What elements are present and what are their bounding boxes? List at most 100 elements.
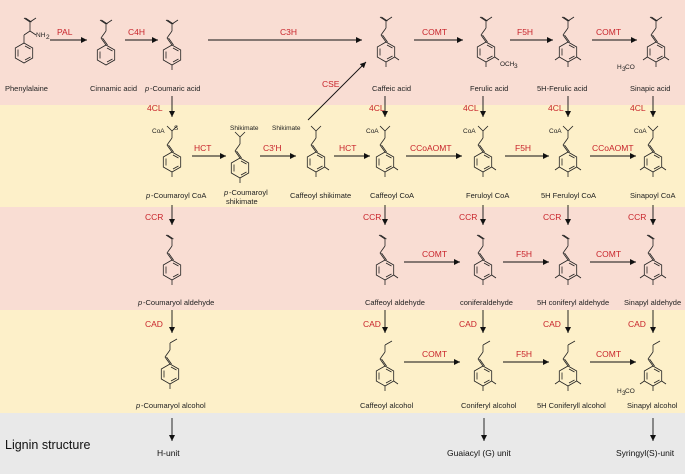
h3co-tail-1: CO (625, 64, 635, 71)
cad-enzyme-1: CAD (145, 319, 163, 329)
row-aldehydes: p -Coumaryol aldehyde Caffeoyl aldehyde … (137, 234, 681, 307)
5h-ferulic-acid-structure (554, 16, 582, 67)
c3h-prime-enzyme: C3'H (263, 143, 282, 153)
caffeic-acid-structure (377, 16, 400, 67)
comt-enzyme-2: COMT (596, 27, 621, 37)
caffeoyl-coa-label: Caffeoyl CoA (370, 191, 414, 200)
5h-coniferyl-alcohol-structure (554, 340, 582, 391)
ferulic-acid-label: Ferulic acid (470, 84, 508, 93)
p-coumaroyl-shikimate-label-2: shikimate (226, 197, 258, 206)
f5h-enzyme-4: F5H (516, 349, 532, 359)
caffeoyl-shikimate-structure (307, 125, 330, 177)
s-unit-label: Syringyl(S)-unit (616, 448, 675, 458)
5h-coniferyl-aldehyde-structure (554, 234, 582, 285)
feruloyl-coa-label: Feruloyl CoA (466, 191, 509, 200)
cse-enzyme: CSE (322, 79, 340, 89)
p-coumaryl-alcohol-label: -Coumaryol alcohol (141, 401, 206, 410)
row-lignin: Lignin structure H-unit Guaiacyl (G) uni… (5, 418, 675, 458)
4cl-enzyme-3: 4CL (463, 103, 479, 113)
row2-to-row3-arrows: CCR CCR CCR CCR CCR (145, 205, 656, 225)
ccr-enzyme-1: CCR (145, 212, 163, 222)
band-alcohols (0, 310, 685, 413)
comt-enzyme-6: COMT (596, 349, 621, 359)
coniferaldehyde-label: coniferaldehyde (460, 298, 513, 307)
feruloyl-coa-structure (474, 125, 497, 177)
row1-to-row2-arrows: 4CL 4CL 4CL 4CL 4CL (147, 96, 656, 117)
h3co-label-1: H (617, 64, 622, 71)
f5h-enzyme-1: F5H (517, 27, 533, 37)
nh2-subscript: 2 (46, 34, 50, 41)
cad-enzyme-3: CAD (459, 319, 477, 329)
p-coumaric-acid-label: -Coumaric acid (150, 84, 200, 93)
ccr-enzyme-2: CCR (363, 212, 381, 222)
4cl-enzyme-2: 4CL (369, 103, 385, 113)
ccr-enzyme-3: CCR (459, 212, 477, 222)
sinapic-acid-structure (642, 16, 670, 67)
coniferyl-alcohol-structure (474, 340, 497, 391)
coa-label-4: CoA (549, 128, 562, 135)
g-unit-label: Guaiacyl (G) unit (447, 448, 511, 458)
sinapoyl-coa-structure (639, 125, 667, 177)
coa-label-5: CoA (634, 128, 647, 135)
5h-feruloyl-coa-structure (554, 125, 582, 177)
f5h-enzyme-2: F5H (515, 143, 531, 153)
p-coumaryl-aldehyde-prefix: p (137, 298, 142, 307)
sinapyl-aldehyde-structure (639, 234, 667, 285)
ccoaomt-enzyme-2: CCoAOMT (592, 143, 634, 153)
shikimate-label-2: Shikimate (272, 125, 301, 132)
comt-enzyme-1: COMT (422, 27, 447, 37)
cinnamic-acid-label: Cinnamic acid (90, 84, 137, 93)
och3-subscript: 3 (514, 63, 518, 70)
p-coumaroyl-shikimate-prefix: p (223, 188, 228, 197)
sinapyl-alcohol-label: Sinapyl alcohol (627, 401, 678, 410)
cad-enzyme-4: CAD (543, 319, 561, 329)
ccoaomt-enzyme-1: CCoAOMT (410, 143, 452, 153)
coa-label-3: CoA (463, 128, 476, 135)
comt-enzyme-3: COMT (422, 249, 447, 259)
h-unit-label: H-unit (157, 448, 180, 458)
och3-label: OCH (500, 61, 515, 68)
sinapic-acid-label: Sinapic acid (630, 84, 670, 93)
caffeoyl-coa-structure (376, 125, 399, 177)
ccr-enzyme-5: CCR (628, 212, 646, 222)
row-acids: NH 2 Phenylalaine PAL Cinnamic acid C4H … (5, 16, 670, 121)
coniferyl-alcohol-label: Coniferyl alcohol (461, 401, 517, 410)
comt-enzyme-5: COMT (422, 349, 447, 359)
caffeic-acid-label: Caffeic acid (372, 84, 411, 93)
caffeoyl-aldehyde-structure (376, 234, 399, 285)
coniferaldehyde-structure (474, 234, 497, 285)
row-alcohols: p -Coumaryol alcohol Caffeoyl alcohol CO… (135, 338, 678, 410)
comt-enzyme-4: COMT (596, 249, 621, 259)
caffeoyl-alcohol-label: Caffeoyl alcohol (360, 401, 414, 410)
coa-label-1: CoA (152, 128, 165, 135)
hct-enzyme-1: HCT (194, 143, 211, 153)
band-aldehydes (0, 207, 685, 310)
4cl-enzyme-5: 4CL (630, 103, 646, 113)
ferulic-acid-structure (477, 16, 500, 67)
p-coumaric-prefix: p (144, 84, 149, 93)
p-coumaroyl-coa-prefix: p (145, 191, 150, 200)
s-label-1: S (174, 125, 179, 132)
p-coumaroyl-coa-label: -Coumaroyl CoA (151, 191, 206, 200)
h3co-tail-2: CO (625, 388, 635, 395)
pal-enzyme: PAL (57, 27, 73, 37)
h3co-mid-2: 3 (622, 390, 626, 397)
p-coumaroyl-shikimate-label-1: -Coumaroyl (229, 188, 268, 197)
row-coa-esters: CoA S p -Coumaroyl CoA HCT Shikimate p -… (145, 125, 675, 206)
cad-enzyme-5: CAD (628, 319, 646, 329)
h3co-label-2: H (617, 388, 622, 395)
band-lignin (0, 413, 685, 474)
5h-coniferyl-alcohol-label: 5H Coniferyll alcohol (537, 401, 606, 410)
c4h-enzyme: C4H (128, 27, 145, 37)
lignin-structure-title: Lignin structure (5, 438, 91, 452)
5h-coniferyl-aldehyde-label: 5H coniferyl aldehyde (537, 298, 609, 307)
sinapoyl-coa-label: Sinapoyl CoA (630, 191, 675, 200)
sinapyl-alcohol-structure (639, 340, 667, 391)
band-acids (0, 0, 685, 105)
phenylalanine-label: Phenylalaine (5, 84, 48, 93)
cse-arrow (307, 61, 367, 121)
row3-to-row4-arrows: CAD CAD CAD CAD CAD (145, 310, 656, 333)
sinapyl-aldehyde-label: Sinapyl aldehyde (624, 298, 681, 307)
phenylalanine-structure: NH 2 (14, 17, 50, 64)
